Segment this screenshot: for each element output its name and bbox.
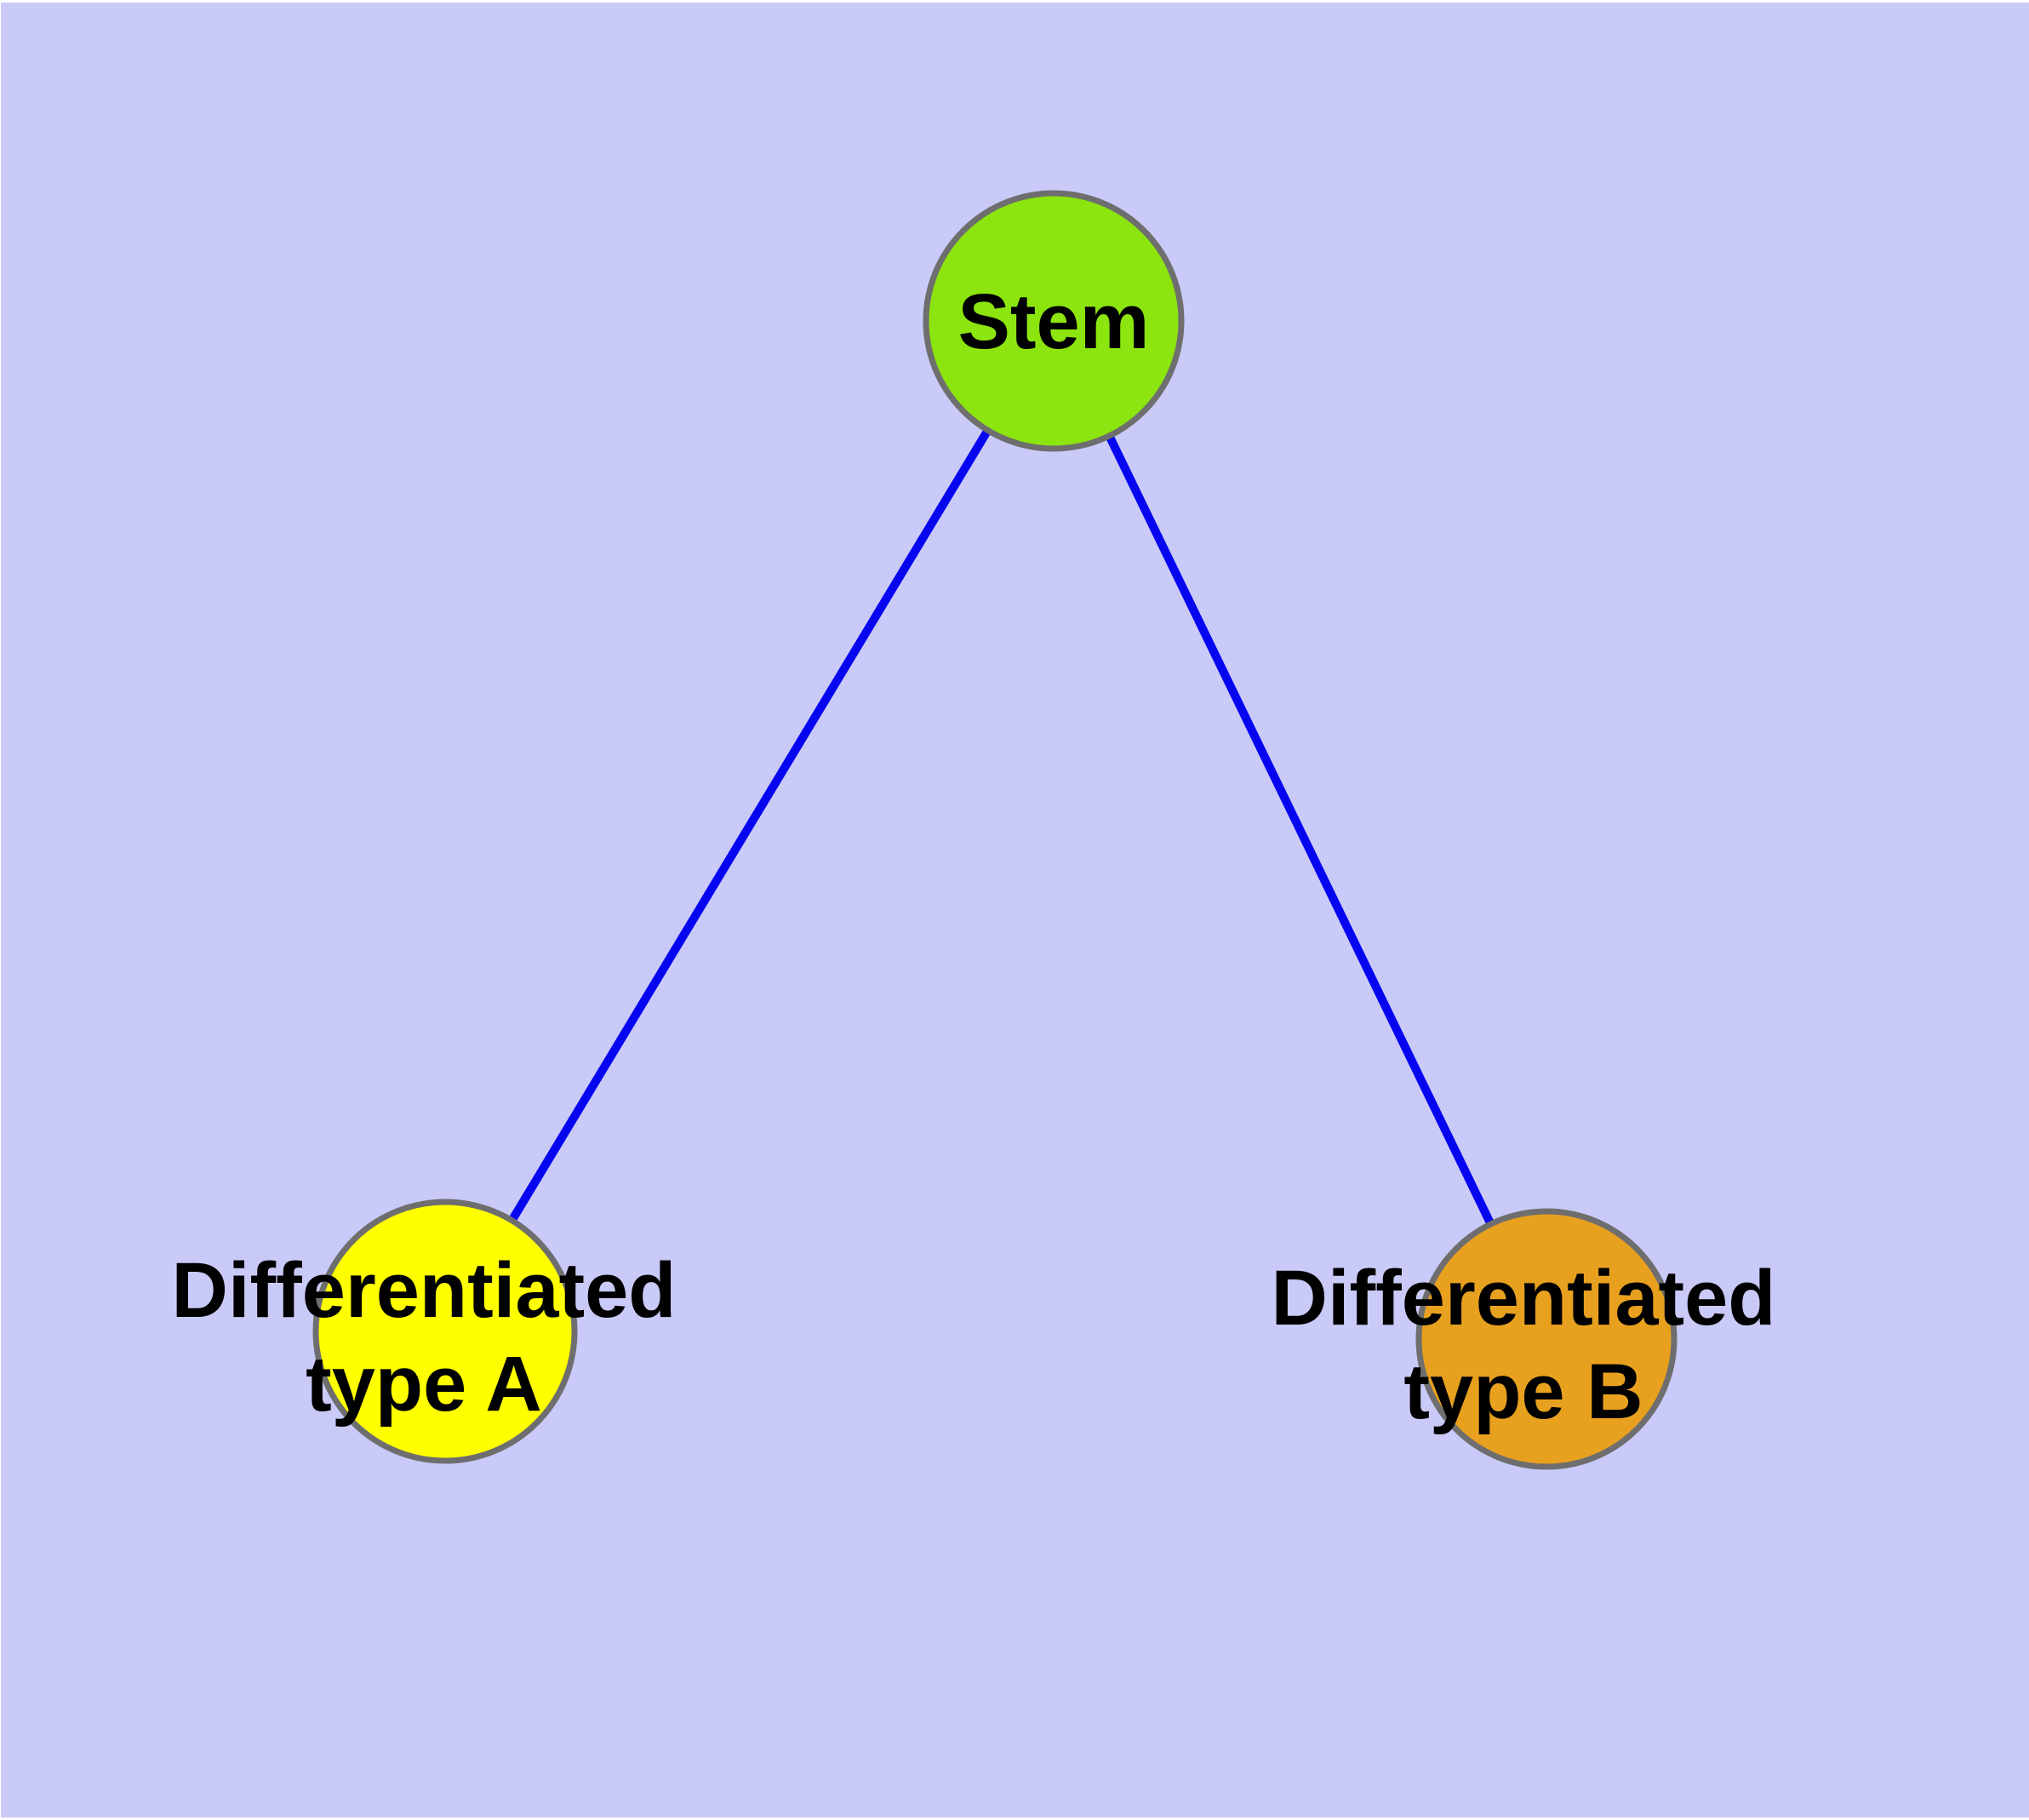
node-differentiated-type-b-label-line2: type B <box>1403 1348 1643 1435</box>
edge-stem-to-differentiated-type-b <box>1049 318 1551 1342</box>
node-stem: Stem <box>923 190 1185 452</box>
node-stem-label: Stem <box>958 278 1150 365</box>
edge-stem-to-differentiated-type-a <box>441 318 1058 1334</box>
node-differentiated-type-a-label-line2: type A <box>306 1341 542 1428</box>
node-differentiated-type-a-label-line1: Differentiated <box>172 1247 677 1334</box>
node-differentiated-type-b: Differentiated type B <box>1272 1208 1776 1470</box>
node-differentiated-type-a-circle <box>312 1199 578 1464</box>
node-stem-circle <box>923 190 1185 452</box>
node-differentiated-type-b-circle <box>1415 1208 1677 1470</box>
node-differentiated-type-a: Differentiated type A <box>172 1199 677 1464</box>
node-differentiated-type-b-label-line1: Differentiated <box>1272 1255 1776 1342</box>
